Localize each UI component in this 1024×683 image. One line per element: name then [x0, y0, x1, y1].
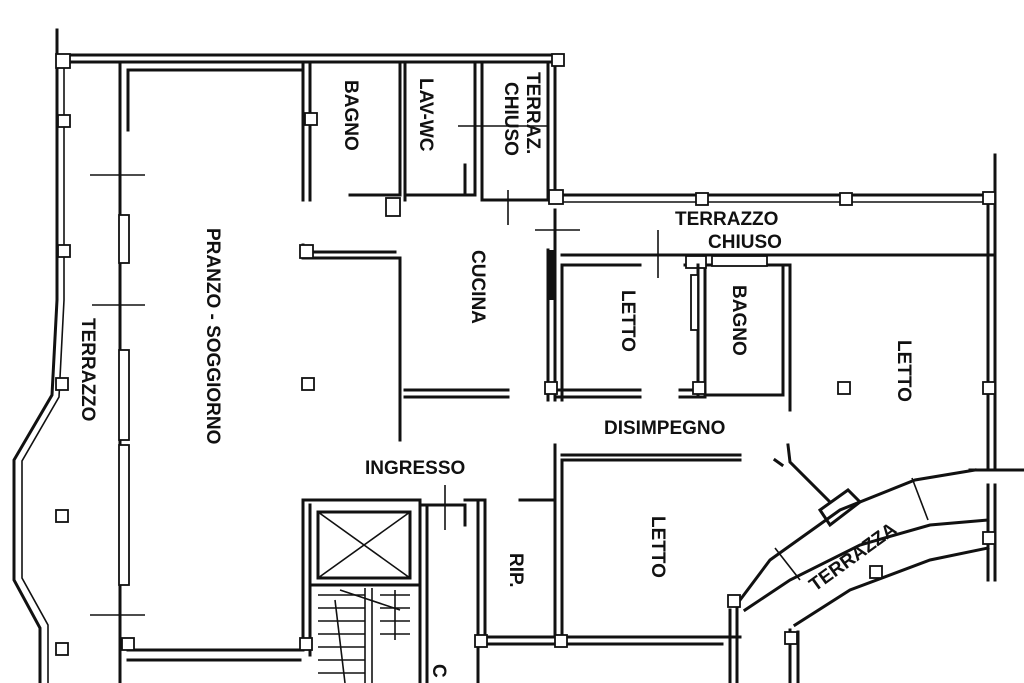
label-terrazzo-left: TERRAZZO	[77, 318, 98, 421]
label-terraz-chiuso-1: TERRAZ.	[522, 72, 543, 154]
label-cucina: CUCINA	[467, 250, 488, 324]
label-disimpegno: DISIMPEGNO	[604, 418, 725, 439]
label-letto-bottom: LETTO	[647, 516, 668, 578]
label-lav-wc: LAV-WC	[415, 78, 436, 152]
label-bagno-top: BAGNO	[340, 80, 361, 151]
label-rip: RIP.	[505, 553, 526, 588]
label-stair-c: C	[428, 664, 449, 678]
label-ingresso: INGRESSO	[365, 458, 465, 479]
label-terrazza: TERRAZZA	[806, 519, 901, 596]
left-terrace-edge	[12, 28, 65, 683]
label-letto-center: LETTO	[617, 290, 638, 352]
interior-walls	[126, 208, 997, 683]
stair-treads	[318, 588, 410, 683]
stair-core	[301, 485, 487, 683]
label-terrazzo-chiuso-1: TERRAZZO	[675, 209, 778, 230]
label-letto-right: LETTO	[893, 340, 914, 402]
label-bagno-right: BAGNO	[728, 285, 749, 356]
label-terraz-chiuso-2: CHIUSO	[500, 82, 521, 156]
label-pranzo-soggiorno: PRANZO - SOGGIORNO	[202, 228, 223, 444]
label-terrazzo-chiuso-2: CHIUSO	[708, 232, 782, 253]
pillars	[55, 53, 996, 656]
service-walls	[301, 60, 557, 225]
room-labels: BAGNO LAV-WC TERRAZ. CHIUSO TERRAZZO CHI…	[77, 72, 914, 678]
